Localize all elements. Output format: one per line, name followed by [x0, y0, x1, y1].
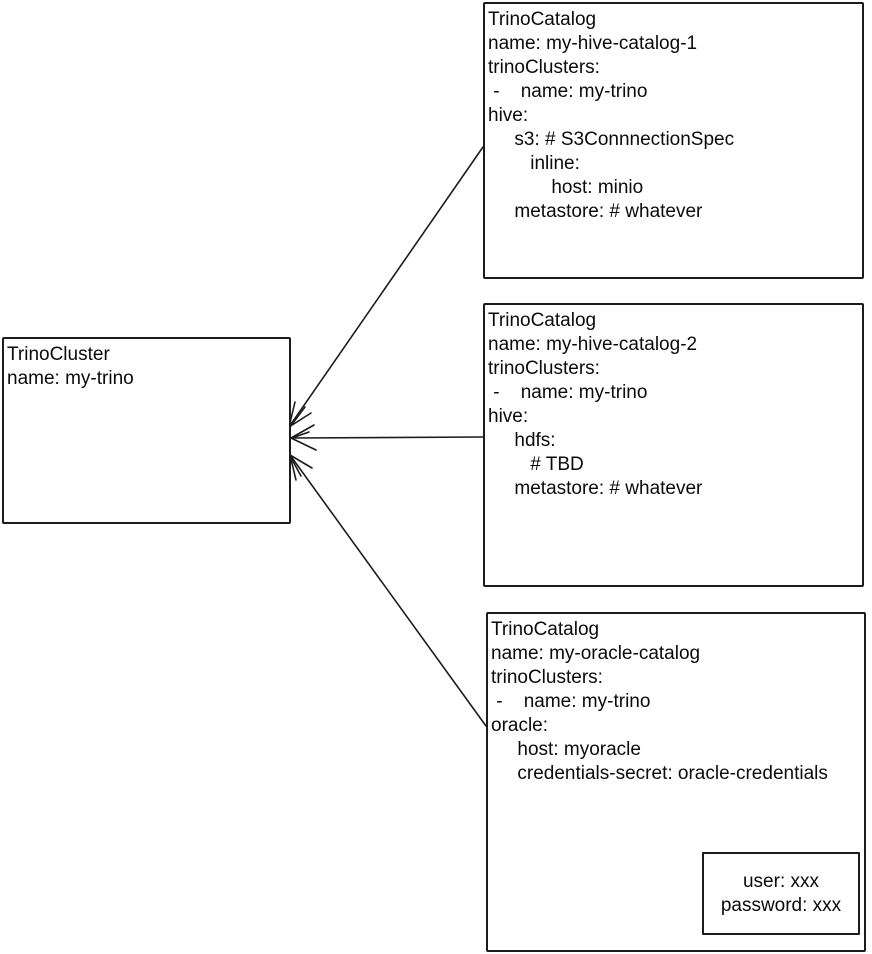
trino-catalog-hive-2-yaml: name: my-hive-catalog-2 trinoClusters: -…: [488, 334, 703, 499]
trino-cluster-box: TrinoCluster name: my-trino: [2, 337, 291, 524]
connector-catalog2-to-cluster: [290, 424, 484, 451]
trino-catalog-hive-1-box: TrinoCatalog name: my-hive-catalog-1 tri…: [483, 2, 864, 279]
trino-cluster-yaml: name: my-trino: [7, 368, 134, 389]
trino-catalog-oracle-kind: TrinoCatalog: [491, 619, 600, 640]
trino-catalog-oracle-yaml: name: my-oracle-catalog trinoClusters: -…: [491, 643, 828, 784]
connector-catalog3-to-cluster: [289, 454, 487, 727]
trino-catalog-hive-1-yaml: name: my-hive-catalog-1 trinoClusters: -…: [488, 33, 735, 222]
arrowhead-icon: [289, 454, 313, 481]
connector-catalog1-to-cluster: [288, 146, 484, 428]
oracle-credentials-secret-text: user: xxx password: xxx: [720, 870, 842, 916]
trino-cluster-kind: TrinoCluster: [7, 344, 110, 365]
trino-catalog-hive-2-box: TrinoCatalog name: my-hive-catalog-2 tri…: [483, 303, 864, 587]
arrowhead-icon: [290, 424, 317, 451]
trino-catalog-hive-2-kind: TrinoCatalog: [488, 310, 597, 331]
arrowhead-icon: [288, 401, 312, 428]
trino-catalog-hive-1-kind: TrinoCatalog: [488, 9, 597, 30]
oracle-credentials-secret-box: user: xxx password: xxx: [702, 852, 860, 935]
